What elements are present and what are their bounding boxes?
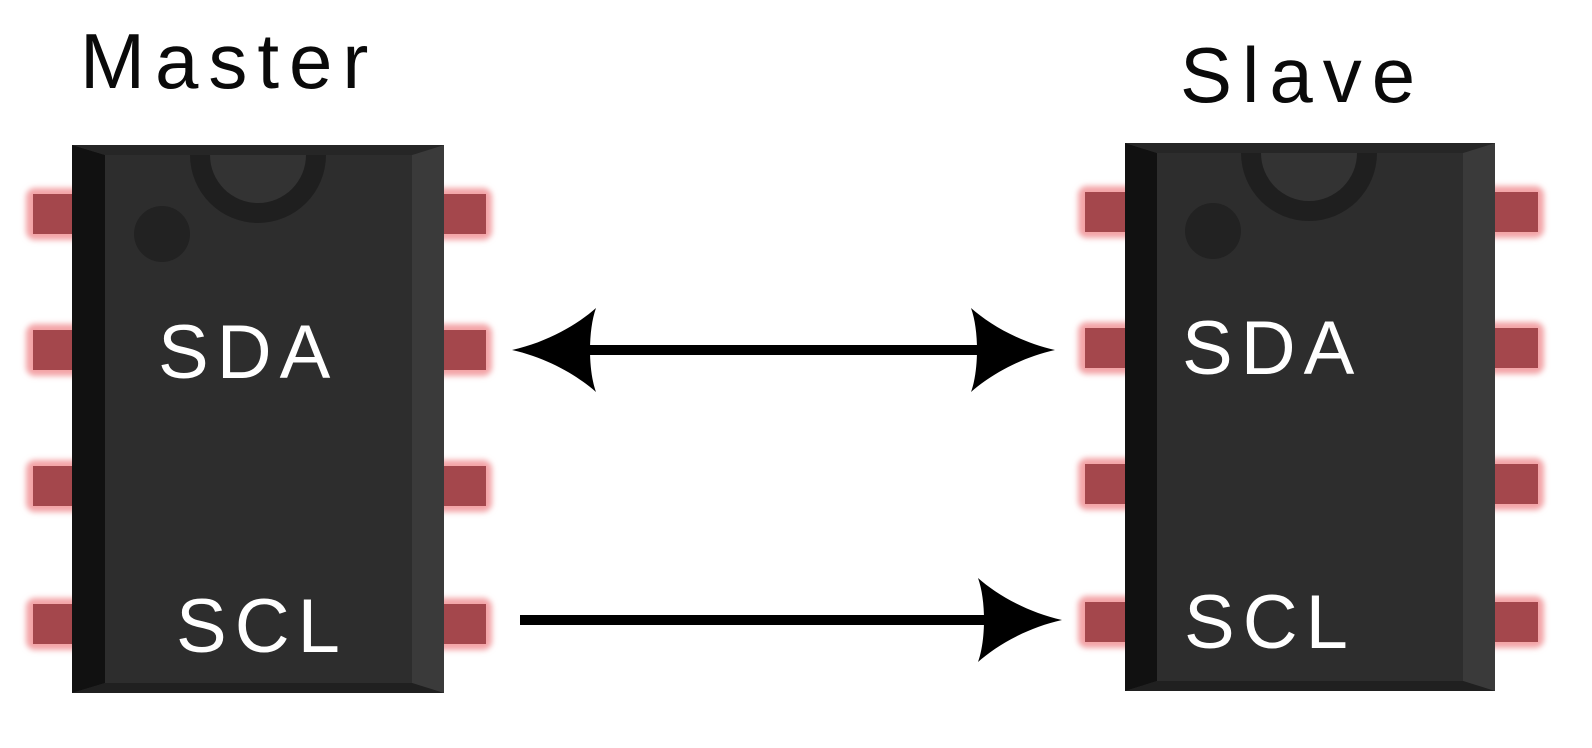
sda-bidirectional-arrow [512, 308, 1055, 392]
slave-chip: SDA SCL [1078, 143, 1544, 691]
slave-sda-label: SDA [1182, 306, 1362, 391]
slave-pin1-dot [1185, 203, 1241, 259]
slave-title: Slave [1180, 31, 1426, 119]
master-scl-label: SCL [176, 584, 348, 669]
master-pin1-dot [134, 206, 190, 262]
master-chip-body [72, 145, 444, 693]
master-chip: SDA SCL [26, 145, 492, 693]
scl-arrow [520, 578, 1062, 662]
slave-scl-label: SCL [1184, 580, 1356, 665]
master-title: Master [80, 17, 379, 105]
slave-chip-body [1125, 143, 1495, 691]
master-sda-label: SDA [158, 310, 338, 395]
